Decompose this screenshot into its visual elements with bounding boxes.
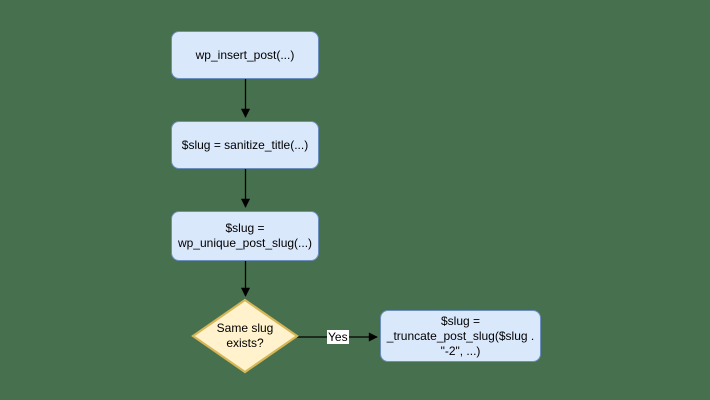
node-same-slug-exists-label: Same slug exists? <box>216 321 274 350</box>
node-sanitize-title: $slug = sanitize_title(...) <box>171 121 319 169</box>
node-wp-insert-post: wp_insert_post(...) <box>171 31 319 79</box>
node-truncate-post-slug-label: $slug = _truncate_post_slug($slug . "-2"… <box>386 313 535 358</box>
decision-diamond-shape <box>191 298 299 374</box>
node-sanitize-title-label: $slug = sanitize_title(...) <box>181 137 309 152</box>
node-unique-post-slug-label: $slug = wp_unique_post_slug(...) <box>177 221 313 250</box>
node-wp-insert-post-label: wp_insert_post(...) <box>195 47 295 62</box>
node-truncate-post-slug: $slug = _truncate_post_slug($slug . "-2"… <box>380 310 541 362</box>
node-same-slug-exists: Same slug exists? <box>193 300 297 372</box>
edge-label-yes: Yes <box>327 330 349 344</box>
node-unique-post-slug: $slug = wp_unique_post_slug(...) <box>171 211 319 261</box>
